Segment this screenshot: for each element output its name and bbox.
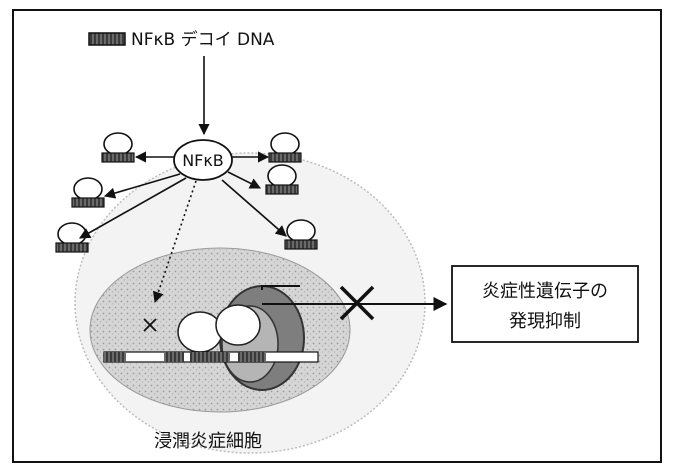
- output-line2: 発現抑制: [509, 311, 581, 332]
- decoy-complex-4: [266, 165, 298, 194]
- cell-label: 浸潤炎症細胞: [154, 431, 262, 452]
- decoy-complex-2: [269, 133, 301, 162]
- output-line1: 炎症性遺伝子の: [482, 281, 608, 302]
- decoy-complex-5: [56, 223, 88, 252]
- decoy-dna-icon: [89, 33, 125, 45]
- decoy-complex-1: [102, 133, 134, 162]
- legend-label: NFκB デコイ DNA: [131, 29, 275, 50]
- decoy-complex-3: [72, 178, 104, 207]
- decoy-complex-6: [285, 220, 317, 249]
- genomic-dna-bar: [104, 352, 318, 362]
- nfkb-label: NFκB: [182, 151, 224, 170]
